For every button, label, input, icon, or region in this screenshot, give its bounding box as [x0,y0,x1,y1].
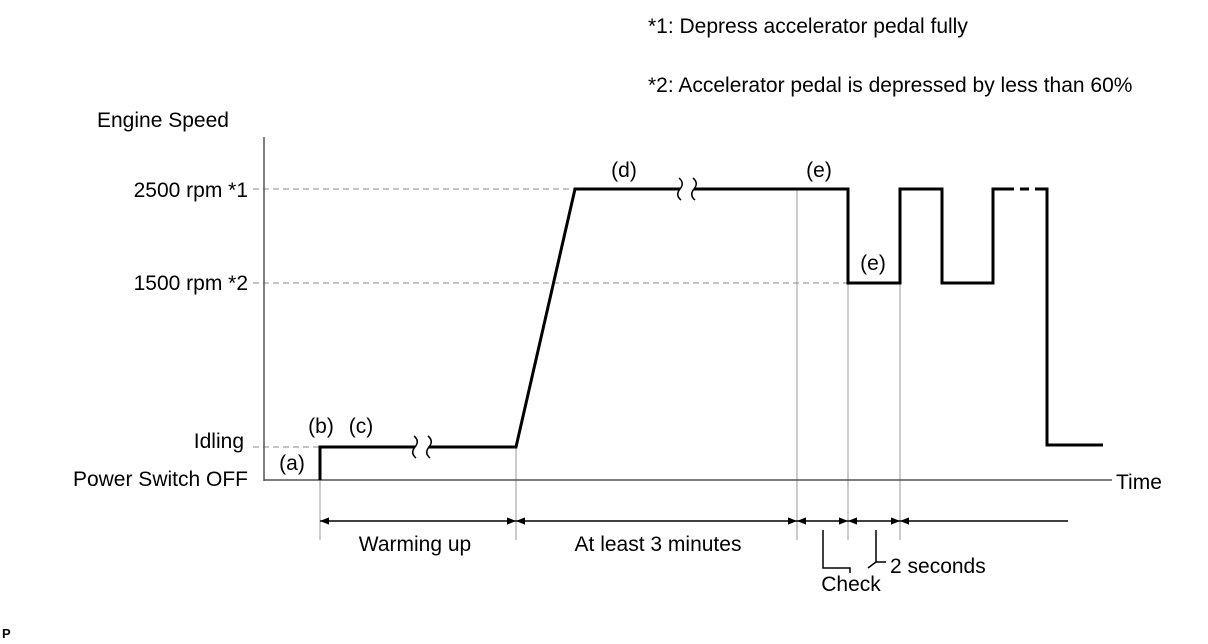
step-label-a: (a) [279,452,305,475]
note-1: *1: Depress accelerator pedal fully [648,15,968,38]
corner-mark: P [2,626,11,641]
duration-warming-up: Warming up [359,533,471,556]
level-label-idling: Idling [194,430,244,453]
check-label: Check [821,573,881,596]
y-axis-title: Engine Speed [97,109,229,132]
step-label-e-high: (e) [806,159,832,182]
step-label-b: (b) [308,415,334,438]
time-guide-lines [319,189,901,540]
x-axis-title: Time [1116,471,1162,494]
duration-at-least-3-minutes: At least 3 minutes [575,533,742,556]
break-mark-idle [412,435,432,459]
check-bracket [822,530,886,573]
break-marks [412,177,697,459]
level-label-2500: 2500 rpm *1 [134,179,248,202]
step-label-e-low: (e) [860,252,886,275]
step-label-c: (c) [349,415,374,438]
step-label-d: (d) [611,159,637,182]
level-label-power-off: Power Switch OFF [73,468,248,491]
level-label-1500: 1500 rpm *2 [134,272,248,295]
note-2: *2: Accelerator pedal is depressed by le… [648,74,1132,97]
two-seconds-label: 2 seconds [890,555,986,578]
reference-dashed-lines [253,188,848,448]
break-mark-2500 [677,177,697,201]
engine-speed-curve [318,187,1103,480]
